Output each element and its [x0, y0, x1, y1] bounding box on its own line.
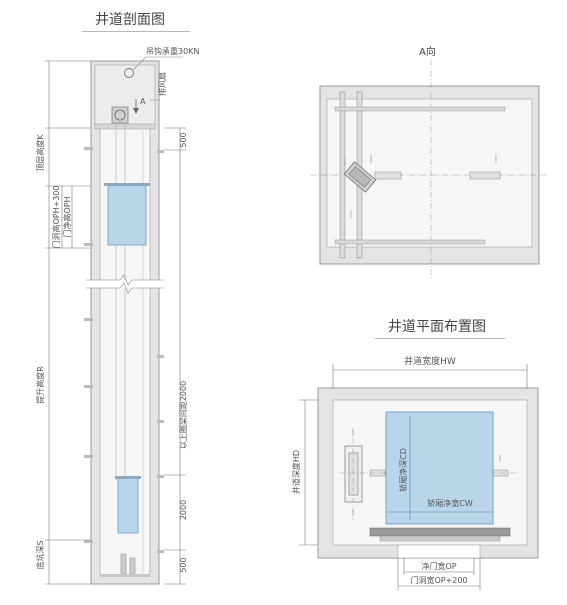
- view-a-beam: [334, 239, 486, 245]
- section-right-dimensions: [164, 127, 186, 585]
- top-height-label: 顶层高度K: [35, 134, 45, 172]
- direction-a-arrowhead: [133, 108, 139, 114]
- view-a: [310, 60, 548, 278]
- car-depth-label: 轿厢净深CD: [398, 448, 408, 492]
- view-a-block: [374, 171, 402, 180]
- exhaust-fan-label: 排风扇: [157, 72, 167, 96]
- plan-car-sill: [369, 527, 511, 537]
- plan-landing-sill: [379, 535, 501, 542]
- plan-depth-dimension: [299, 399, 320, 546]
- view-a-title: A向: [419, 47, 436, 58]
- floor-slab: [84, 455, 93, 458]
- car-upper-frame: [104, 183, 150, 186]
- break-gap: [86, 280, 164, 288]
- hook-leader: [132, 56, 147, 71]
- view-a-ticks: [344, 155, 497, 218]
- travel-height-label: 提升高度R: [35, 366, 45, 404]
- ring-beam: [157, 475, 164, 478]
- floor-slab: [84, 385, 93, 388]
- door-hole-height-label: 门洞高OPH+300: [51, 185, 61, 248]
- plan-width-dimension: [332, 364, 528, 388]
- door-clear-height-label: 门净高OPH: [62, 196, 72, 237]
- section-left-dimensions: [45, 60, 91, 585]
- break-line-bottom: [86, 282, 164, 294]
- pit-buffer: [120, 553, 127, 575]
- lifting-hook-icon: [124, 68, 134, 78]
- break-line-top: [86, 274, 164, 286]
- section-title: 井道剖面图: [95, 12, 165, 28]
- car-inner-dimensions: [386, 416, 493, 520]
- ring-beam-spacing-label: 以上圈梁间距2000: [179, 381, 188, 449]
- pit-depth-label: 底坑深S: [35, 540, 45, 569]
- view-a-rail: [339, 91, 346, 259]
- plan-view: 井道宽度HW 井道深度HD 轿厢净深CD 轿厢净宽CW: [291, 355, 539, 590]
- ring-beam: [157, 420, 164, 423]
- dim-500-top: 500: [179, 132, 188, 147]
- door-hole-width-label: 门洞宽OP+200: [410, 575, 467, 585]
- door-dimensions: [397, 558, 481, 590]
- traction-machine: [111, 106, 129, 124]
- floor-slab: [84, 318, 93, 321]
- hook-load-label: 吊钩承重30KN: [146, 46, 199, 56]
- view-a-machine: [343, 161, 377, 193]
- car-upper: [107, 184, 147, 246]
- plan-title: 井道平面布置图: [388, 319, 486, 335]
- ring-beam: [157, 550, 164, 553]
- ring-beam: [157, 355, 164, 358]
- plan-ticks: [352, 430, 501, 516]
- counterweight-block: [348, 452, 359, 496]
- floor-slab: [84, 540, 93, 543]
- car-lower: [117, 477, 139, 534]
- section-title-underline: [82, 31, 190, 32]
- dim-2000: 2000: [179, 500, 188, 520]
- direction-a-label: A: [140, 97, 146, 106]
- floor-slab: [84, 243, 93, 246]
- floor-slab: [84, 147, 93, 150]
- dim-500-bottom: 500: [179, 557, 188, 572]
- plan-car: [385, 411, 494, 525]
- pit-buffer: [129, 557, 136, 575]
- clear-door-width-label: 净门宽OP: [421, 561, 456, 571]
- pit-floor: [100, 574, 150, 577]
- car-width-label: 轿厢净宽CW: [427, 498, 473, 508]
- traction-sheave-icon: [114, 109, 126, 121]
- view-a-beam: [334, 106, 506, 112]
- section-view: 吊钩承重30KN A 排风扇 顶层高度K 门洞高OPH+300 门净高OPH 提…: [35, 46, 199, 585]
- view-a-block: [469, 171, 501, 180]
- car-lower-frame: [115, 476, 141, 479]
- plan-title-underline: [375, 338, 505, 339]
- shaft-depth-label: 井道深度HD: [291, 450, 301, 494]
- door-opening: [397, 544, 481, 559]
- ring-beam: [157, 150, 164, 153]
- shaft-width-label: 井道宽度HW: [404, 355, 456, 367]
